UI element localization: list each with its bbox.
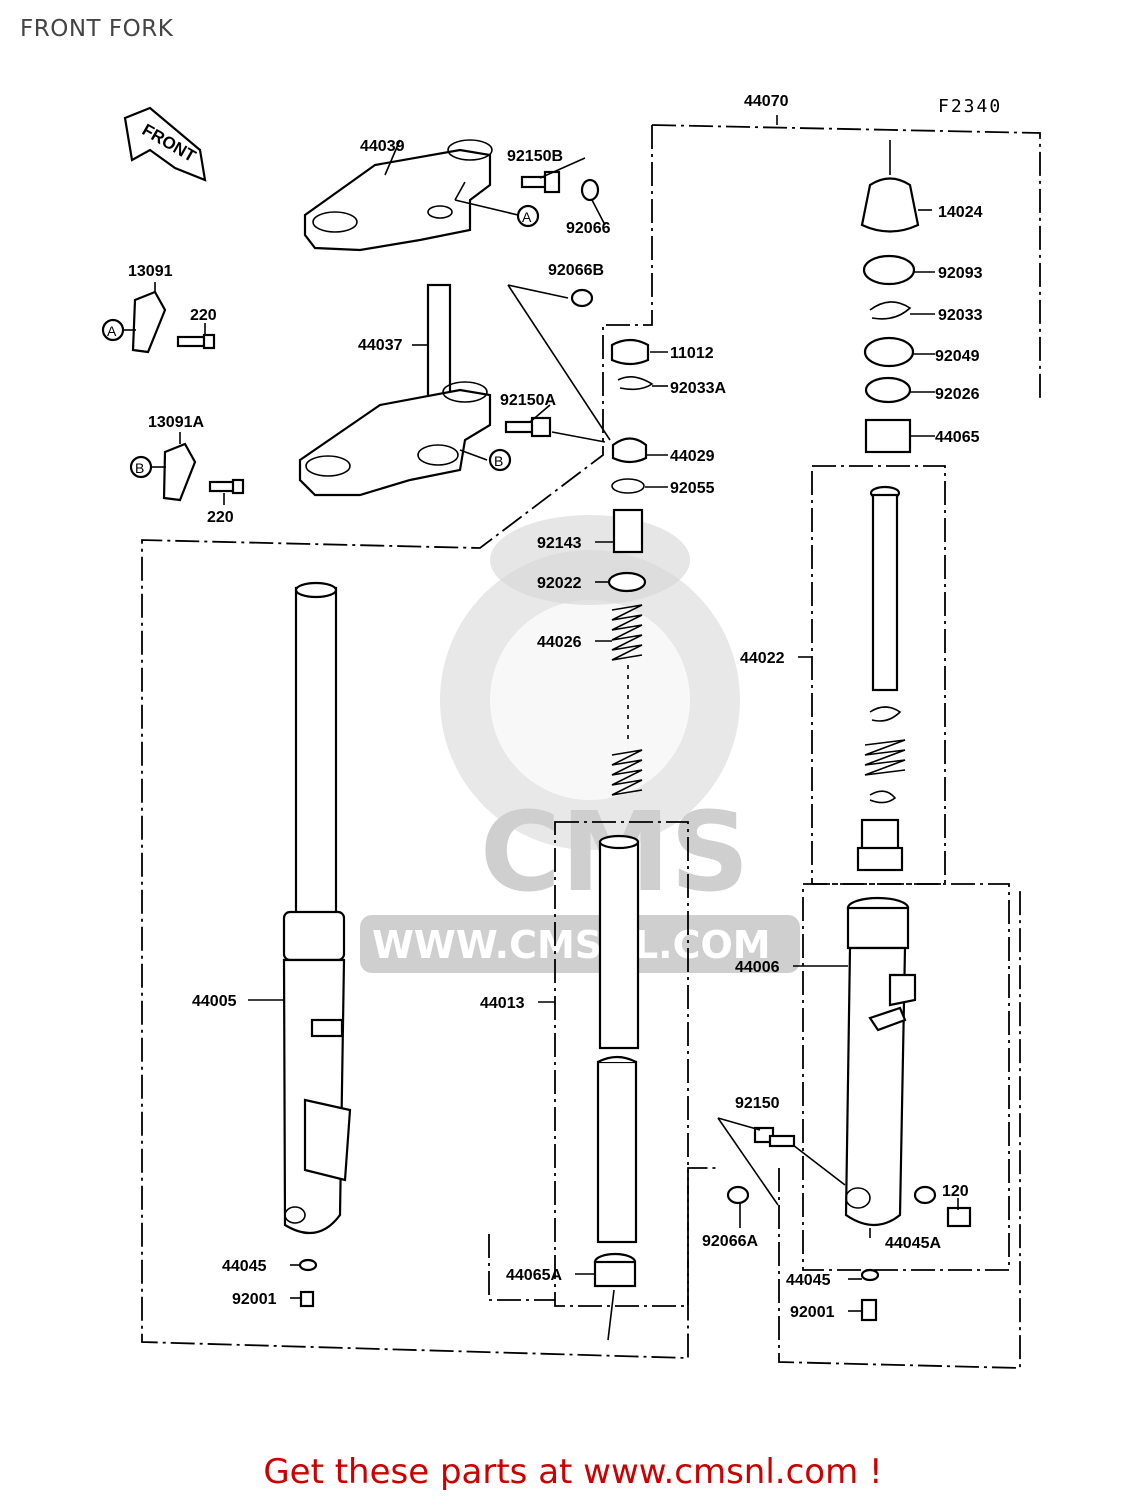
ref-marker-b-bracket bbox=[129, 455, 153, 479]
label-92150a: 92150A bbox=[500, 392, 556, 409]
page-title: FRONT FORK bbox=[20, 16, 174, 42]
ref-marker-a-bracket bbox=[101, 318, 125, 342]
ref-a-upper: A bbox=[522, 209, 532, 225]
ref-b-bracket: B bbox=[135, 460, 144, 476]
cap-92066 bbox=[580, 178, 600, 202]
damper-rod-44022 bbox=[856, 485, 906, 872]
label-92055: 92055 bbox=[670, 480, 715, 497]
label-92022: 92022 bbox=[537, 575, 582, 592]
label-14024: 14024 bbox=[938, 204, 983, 221]
label-92026: 92026 bbox=[935, 386, 980, 403]
label-44022: 44022 bbox=[740, 650, 785, 667]
label-13091: 13091 bbox=[128, 263, 173, 280]
leader-lines bbox=[248, 157, 959, 1312]
label-92066b: 92066B bbox=[548, 262, 604, 279]
bolt-92150a bbox=[504, 416, 552, 438]
label-92001-right: 92001 bbox=[790, 1304, 835, 1321]
inner-tube-44013 bbox=[593, 834, 640, 1341]
label-220-bottom: 220 bbox=[207, 509, 234, 526]
bracket-13091a bbox=[152, 432, 245, 505]
footer-link-text[interactable]: Get these parts at www.cmsnl.com ! bbox=[263, 1452, 883, 1492]
label-92033a: 92033A bbox=[670, 380, 726, 397]
label-44013: 44013 bbox=[480, 995, 525, 1012]
front-direction-arrow: FRONT bbox=[123, 106, 207, 182]
label-44006: 44006 bbox=[735, 959, 780, 976]
label-44026: 44026 bbox=[537, 634, 582, 651]
label-44045-right: 44045 bbox=[786, 1272, 831, 1289]
cap-92066b bbox=[570, 288, 594, 308]
group-boundaries bbox=[141, 115, 1041, 1369]
label-44070: 44070 bbox=[744, 93, 789, 110]
part-number-labels: 44039 92150B 92066 13091 220 92066B 4403… bbox=[128, 138, 983, 1321]
label-92066a: 92066A bbox=[702, 1233, 758, 1250]
label-44045a: 44045A bbox=[885, 1235, 941, 1252]
label-44065: 44065 bbox=[935, 429, 980, 446]
label-92033: 92033 bbox=[938, 307, 983, 324]
label-92093: 92093 bbox=[938, 265, 983, 282]
label-44037: 44037 bbox=[358, 337, 403, 354]
label-11012: 11012 bbox=[670, 345, 714, 362]
bracket-13091 bbox=[124, 282, 216, 354]
label-92049: 92049 bbox=[935, 348, 980, 365]
label-92150: 92150 bbox=[735, 1095, 780, 1112]
label-92066: 92066 bbox=[566, 220, 611, 237]
label-44005: 44005 bbox=[192, 993, 237, 1010]
label-44029: 44029 bbox=[670, 448, 715, 465]
label-220-top: 220 bbox=[190, 307, 217, 324]
label-13091a: 13091A bbox=[148, 414, 204, 431]
label-92001-left: 92001 bbox=[232, 1291, 277, 1308]
label-92143: 92143 bbox=[537, 535, 582, 552]
ref-b-stem: B bbox=[494, 453, 503, 469]
upper-triple-clamp bbox=[303, 139, 519, 252]
ref-marker-a-upper bbox=[516, 204, 540, 228]
figure-code: F2340 bbox=[938, 96, 1002, 117]
label-120: 120 bbox=[942, 1183, 969, 1200]
label-44065a: 44065A bbox=[506, 1267, 562, 1284]
steering-stem bbox=[298, 283, 606, 497]
cmsnl-watermark: CMS WWW.CMSNL.COM bbox=[360, 515, 800, 973]
center-fork-internals bbox=[607, 338, 654, 796]
label-44039: 44039 bbox=[360, 138, 405, 155]
label-92150b: 92150B bbox=[507, 148, 563, 165]
bolt-92150b bbox=[520, 170, 561, 194]
ref-marker-b-stem bbox=[488, 448, 512, 472]
right-fork-cap-stack bbox=[860, 140, 920, 454]
fork-leg-44005 bbox=[282, 581, 352, 1308]
bolt-92150 bbox=[717, 1117, 846, 1228]
ref-a-bracket: A bbox=[107, 323, 117, 339]
label-44045-left: 44045 bbox=[222, 1258, 267, 1275]
watermark-url: WWW.CMSNL.COM bbox=[372, 923, 771, 967]
fork-leg-44006 bbox=[844, 896, 972, 1322]
